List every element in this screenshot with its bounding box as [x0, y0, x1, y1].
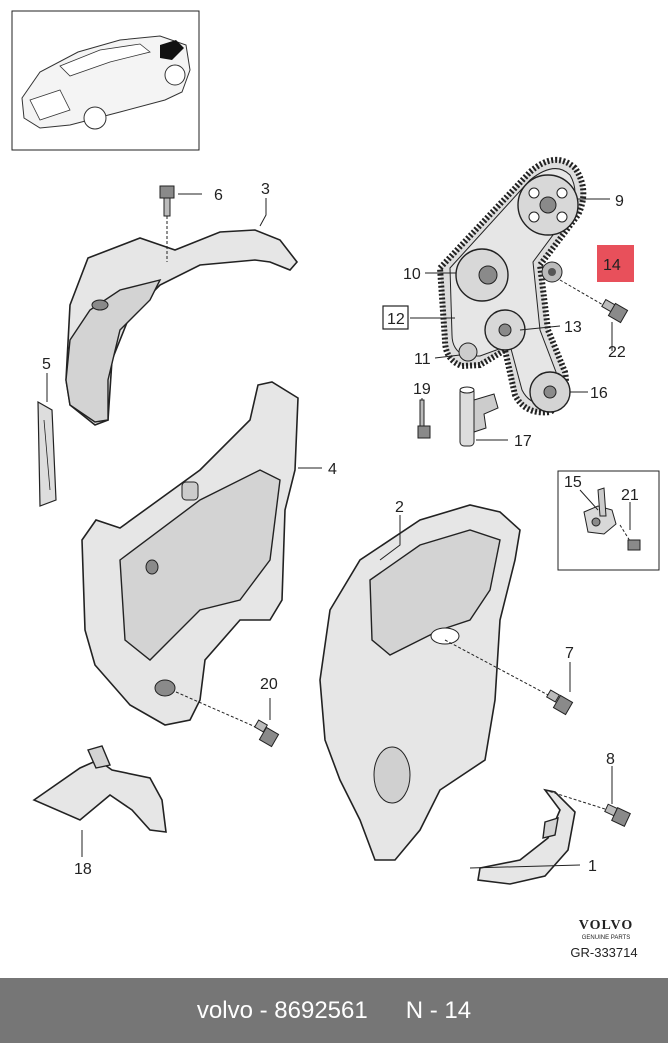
label-part-10: 10	[403, 266, 421, 283]
footer-bar: volvo - 8692561 N - 14	[0, 978, 668, 1043]
part-1-lower-shield	[477, 788, 576, 885]
label-part-15: 15	[564, 474, 582, 491]
label-part-21: 21	[621, 487, 639, 504]
part-number-text: volvo - 8692561	[196, 996, 368, 1024]
label-part-14: 14	[603, 257, 621, 274]
brand-subtitle: GENUINE PARTS	[582, 935, 630, 941]
part-5-clip	[37, 400, 57, 507]
part-20-bolt	[175, 691, 280, 748]
label-part-11: 11	[414, 351, 431, 368]
exploded-parts-diagram: 6 3 5 4 2 7 8 1 20 18 9 10 12 11 13 16 2…	[11, 10, 660, 960]
leader-lines	[46, 193, 631, 869]
brand-wordmark: VOLVO	[579, 918, 634, 933]
label-part-4: 4	[328, 461, 337, 478]
label-part-17: 17	[514, 433, 532, 450]
label-part-13: 13	[564, 319, 582, 336]
label-part-19: 19	[413, 381, 431, 398]
diagram-reference: GR-333714	[570, 945, 637, 960]
part-8-bolt	[544, 789, 631, 827]
car-locator-thumbnail	[11, 10, 200, 151]
part-19-bolt	[417, 399, 431, 439]
part-17-tensioner-rod	[459, 386, 499, 447]
part-6-bolt	[159, 185, 175, 262]
label-part-20: 20	[260, 676, 278, 693]
part-3-upper-timing-cover	[65, 229, 299, 426]
label-part-18: 18	[74, 861, 92, 878]
label-part-16: 16	[590, 385, 608, 402]
part-22-bolt	[559, 279, 629, 324]
label-part-6: 6	[214, 187, 223, 204]
part-11-tensioner	[458, 342, 478, 362]
label-part-12: 12	[387, 311, 405, 328]
label-part-7: 7	[565, 645, 574, 662]
part-4-rear-timing-cover	[81, 381, 299, 726]
label-part-2: 2	[395, 499, 404, 516]
part-12-label-box	[382, 305, 409, 330]
timing-belt-assembly	[436, 157, 587, 416]
detail-box-part-15	[557, 470, 660, 571]
label-part-3: 3	[261, 181, 270, 198]
position-index-text: N - 14	[405, 996, 472, 1024]
part-14-highlight	[597, 245, 634, 282]
label-part-5: 5	[42, 356, 51, 373]
label-part-9: 9	[615, 193, 624, 210]
part-18-cover-plate	[32, 745, 167, 833]
label-part-8: 8	[606, 751, 615, 768]
part-7-bolt	[444, 639, 574, 716]
part-2-front-timing-cover	[319, 504, 521, 861]
label-part-22: 22	[608, 344, 626, 361]
label-part-1: 1	[588, 858, 597, 875]
